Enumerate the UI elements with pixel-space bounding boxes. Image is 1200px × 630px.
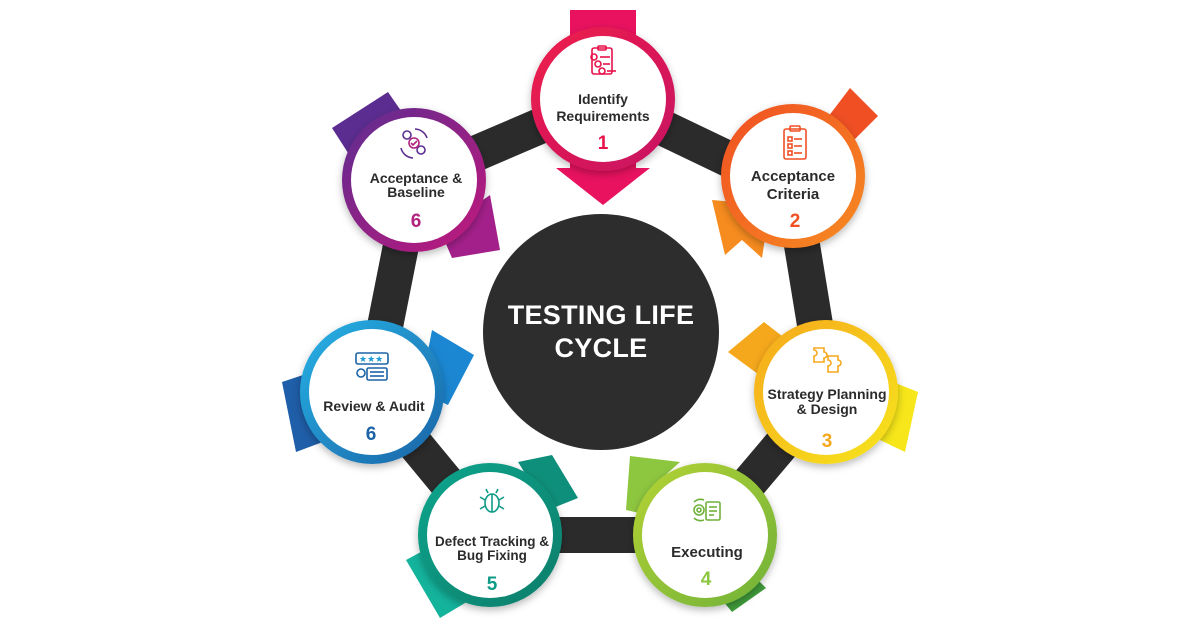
diagram-title: TESTING LIFE CYCLE bbox=[507, 300, 695, 363]
node-2-number: 2 bbox=[789, 211, 801, 232]
bug-wrench-icon bbox=[479, 488, 505, 513]
cycle-nodes bbox=[300, 27, 898, 607]
node-7-label: Acceptance & Baseline bbox=[369, 170, 463, 200]
node-5-face bbox=[427, 472, 553, 598]
puzzle-pieces-icon bbox=[813, 347, 842, 373]
node-3-number: 3 bbox=[821, 431, 833, 452]
node-2-face bbox=[730, 113, 856, 239]
node-3-face bbox=[763, 329, 889, 455]
node-icons: ★★★ bbox=[355, 45, 842, 522]
node-3-label: Strategy Planning & Design bbox=[767, 386, 887, 417]
node-1-face bbox=[540, 36, 666, 162]
arrow-node-7-head bbox=[440, 195, 500, 258]
node-4-number: 4 bbox=[700, 569, 712, 590]
svg-text:★★★: ★★★ bbox=[359, 355, 383, 365]
node-4-face bbox=[642, 472, 768, 598]
gear-document-icon bbox=[693, 498, 721, 522]
node-1-number: 1 bbox=[597, 133, 609, 154]
node-5-number: 5 bbox=[486, 574, 498, 595]
center-circle bbox=[483, 214, 719, 450]
user-cycle-icon bbox=[400, 128, 428, 159]
node-2-label: Acceptance Criteria bbox=[750, 168, 836, 203]
clipboard-checklist-icon bbox=[590, 45, 616, 75]
node-6-face bbox=[309, 329, 435, 455]
clipboard-list-icon bbox=[783, 125, 807, 160]
arrow-node-5 bbox=[518, 455, 578, 510]
node-6-label: Review & Audit bbox=[323, 398, 425, 414]
node-1-label: Identify Requirements bbox=[556, 91, 650, 124]
rating-review-icon: ★★★ bbox=[355, 352, 389, 381]
node-4-label: Executing bbox=[671, 544, 743, 561]
node-5-label: Defect Tracking & Bug Fixing bbox=[434, 534, 550, 563]
node-7-face bbox=[351, 117, 477, 243]
node-6-number: 6 bbox=[365, 424, 377, 445]
node-7-number: 6 bbox=[410, 211, 422, 232]
